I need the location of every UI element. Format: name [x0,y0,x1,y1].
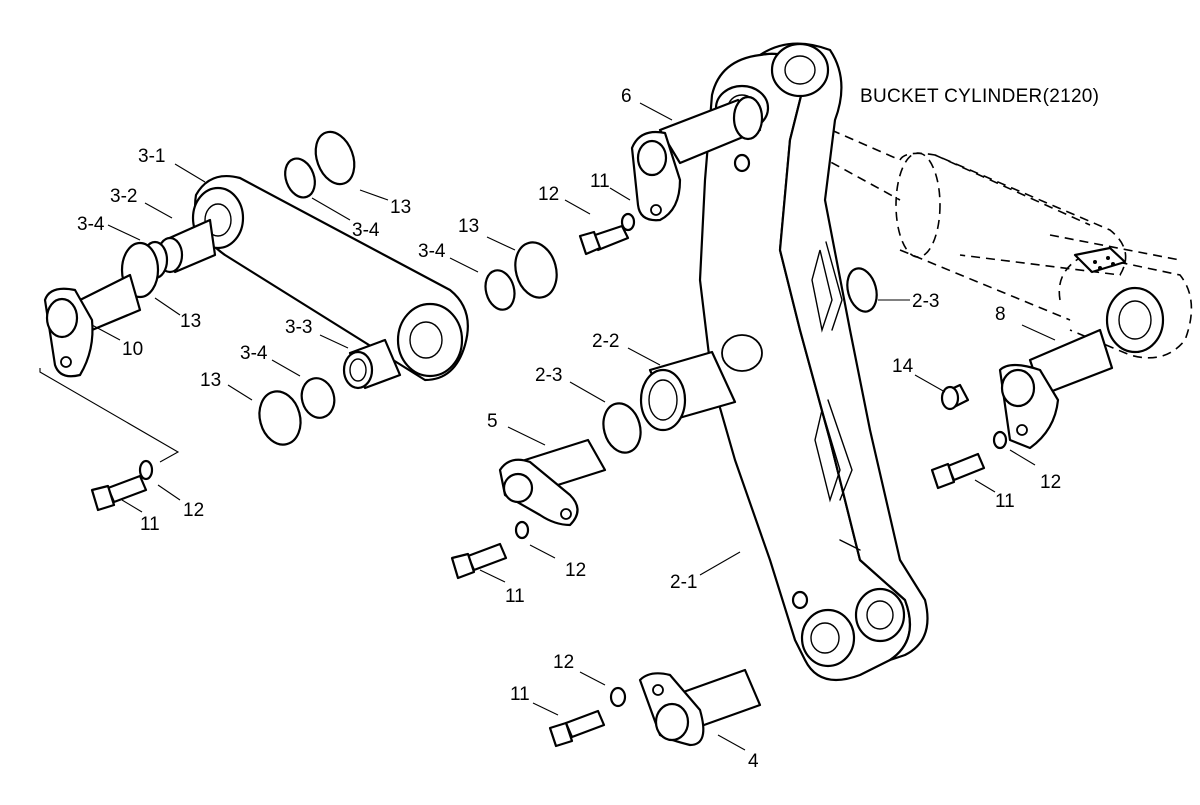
bolt-11-right [930,430,1008,490]
pin-8 [940,328,1114,450]
callout-label: 11 [505,586,525,607]
callout-label: 11 [590,171,610,192]
diagram-title: BUCKET CYLINDER(2120) [860,86,1099,107]
callout-label: 3-1 [138,146,165,167]
bolt-11-left [39,368,180,512]
callout-label: 2-3 [912,291,939,312]
pin-6 [630,95,764,222]
callout-labels: 6 3-1 13 3-2 3-4 3-4 13 10 3-3 3-4 13 11… [77,86,1061,772]
callout-label: 12 [565,560,586,581]
callout-label: 3-3 [285,317,312,338]
callout-label: 3-4 [77,214,105,235]
callout-label: 11 [140,514,160,535]
callout-label: 12 [538,184,559,205]
callout-label: 13 [390,197,411,218]
bolt-11-bottom [548,686,627,748]
callout-label: 13 [200,370,221,391]
seal-rings-left [120,130,558,446]
callout-label: 11 [995,491,1015,512]
callout-label: 10 [122,339,143,360]
link-3-1 [156,174,469,382]
callout-label: 3-2 [110,186,137,207]
callout-label: 3-4 [352,220,380,241]
callout-label: 14 [892,356,914,377]
pin-4 [638,668,762,747]
bushing-2-2 [602,267,878,454]
callout-label: 6 [621,86,632,107]
bucket-cylinder [789,111,1193,359]
callout-label: 11 [510,684,530,705]
bolt-11-top [578,212,636,256]
callout-label: 12 [1040,472,1061,493]
bushing-3-3 [342,338,402,390]
callout-label: 8 [995,304,1006,325]
callout-label: 12 [183,500,204,521]
bolt-11-middle [450,520,530,580]
pin-10 [43,273,142,378]
leader-lines [91,102,1056,751]
callout-label: 2-1 [670,572,697,593]
callout-label: 12 [553,652,574,673]
callout-label: 3-4 [240,343,268,364]
callout-label: 13 [180,311,201,332]
callout-label: 3-4 [418,241,446,262]
callout-label: 13 [458,216,479,237]
pin-5 [498,438,607,527]
callout-label: 2-3 [535,365,562,386]
callout-label: 4 [748,751,759,772]
callout-label: 5 [487,411,498,432]
callout-label: 2-2 [592,331,619,352]
